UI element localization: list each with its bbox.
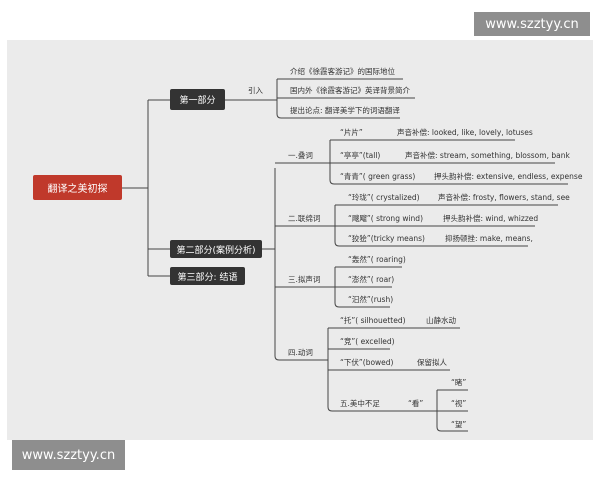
connectors: [122, 78, 568, 432]
group-label: 三.拟声词: [288, 275, 321, 284]
root-node[interactable]: 翻译之美初探: [33, 175, 122, 200]
leaf-note: 山静水动: [426, 316, 456, 325]
leaf: “青青”( green grass): [340, 172, 416, 181]
leaf: 国内外《徐霞客游记》英译背景简介: [290, 86, 410, 95]
leaf: “看”: [408, 399, 424, 408]
leaf: “飕飗”( strong wind): [348, 214, 423, 223]
leaf: “视”: [451, 399, 467, 408]
leaf: 提出论点: 翻译美学下的词语翻译: [290, 106, 400, 115]
leaf-note: 押头韵补偿: wind, whizzed: [443, 214, 539, 223]
group-label: 四.动词: [288, 348, 313, 357]
leaf: “亭亭”(tall): [340, 151, 381, 160]
leaf-note: 声音补偿: looked, like, lovely, lotuses: [397, 128, 533, 137]
leaf: “下伏”(bowed): [340, 358, 394, 367]
group-label: 一.叠词: [288, 151, 313, 160]
group-label: 五.美中不足: [340, 399, 380, 408]
group-label: 二.联绵词: [288, 214, 321, 223]
leaf: “片片”: [340, 128, 363, 137]
part2-node[interactable]: 第二部分(案例分析): [170, 240, 262, 258]
leaf: “玲珑”( crystalized): [348, 193, 420, 202]
leaf: “睹”: [451, 378, 467, 387]
mind-map: [7, 40, 593, 440]
leaf: “狡狯”(tricky means): [348, 234, 425, 243]
leaf: “汩然”(rush): [348, 295, 394, 304]
leaf-note: 抑扬顿挫: make, means,: [445, 234, 533, 243]
leaf: “轰然”( roaring): [348, 255, 406, 264]
leaf-note: 声音补偿: stream, something, blossom, bank: [405, 151, 570, 160]
watermark-top: www.szztyy.cn: [474, 12, 590, 36]
leaf: “托”( silhouetted): [340, 316, 406, 325]
watermark-bottom: www.szztyy.cn: [12, 440, 125, 470]
leaf: “望”: [451, 420, 467, 429]
leaf: “竞”( excelled): [340, 337, 395, 346]
part3-node[interactable]: 第三部分: 结语: [170, 267, 245, 285]
leaf-note: 押头韵补偿: extensive, endless, expense: [434, 172, 583, 181]
leaf: “澎然”( roar): [348, 275, 395, 284]
leaf-note: 保留拟人: [417, 358, 447, 367]
leaf-note: 声音补偿: frosty, flowers, stand, see: [438, 193, 570, 202]
intro-label: 引入: [248, 86, 263, 95]
leaf: 介绍《徐霞客游记》的国际地位: [290, 67, 395, 76]
part1-node[interactable]: 第一部分: [170, 89, 225, 110]
